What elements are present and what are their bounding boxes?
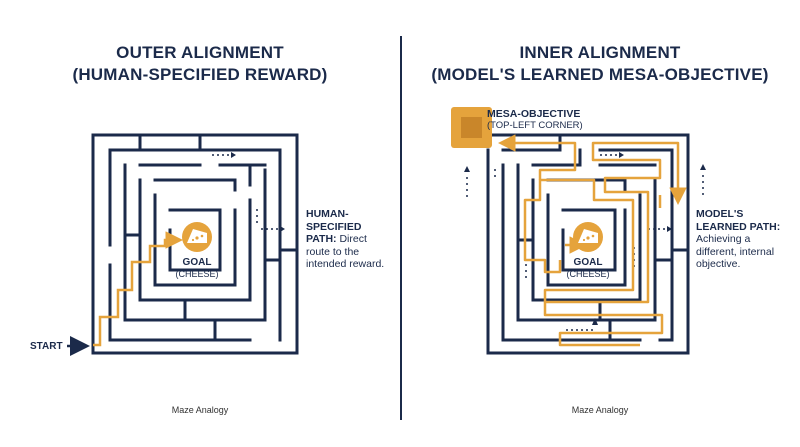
mesa-sub: (TOP-LEFT CORNER)	[487, 120, 583, 131]
start-label: START	[30, 341, 63, 352]
left-cheese-icon	[182, 222, 212, 252]
inner-title-line1: INNER ALIGNMENT	[519, 43, 681, 62]
left-goal-sub: (CHEESE)	[175, 269, 219, 279]
human-path-text-3: intended reward.	[306, 258, 385, 270]
left-dotted-hints	[109, 152, 285, 341]
mesa-objective-icon	[451, 107, 492, 148]
inner-alignment-title: INNER ALIGNMENT (MODEL'S LEARNED MESA-OB…	[400, 42, 800, 86]
left-human-path	[93, 231, 183, 347]
outer-title-line2: (HUMAN-SPECIFIED REWARD)	[72, 65, 328, 84]
mesa-title: MESA-OBJECTIVE	[487, 108, 581, 120]
mesa-objective-label: MESA-OBJECTIVE (TOP-LEFT CORNER)	[487, 108, 583, 132]
left-maze-walls	[91, 133, 299, 355]
right-cheese-icon	[573, 222, 603, 252]
right-goal-title: GOAL	[573, 257, 603, 268]
learned-path-text-2: different, internal	[696, 245, 775, 258]
learned-path-text-1: Achieving a	[696, 233, 751, 245]
learned-path-text-3: objective.	[696, 258, 741, 270]
right-goal-label: GOAL (CHEESE)	[553, 257, 623, 280]
right-caption: Maze Analogy	[571, 405, 629, 415]
inner-title-line2: (MODEL'S LEARNED MESA-OBJECTIVE)	[431, 65, 769, 84]
human-path-bold-3: PATH:	[306, 233, 337, 245]
human-path-text-2: route to the	[306, 245, 360, 258]
panel-divider	[400, 36, 402, 420]
human-path-bold-1: HUMAN-	[306, 208, 349, 220]
right-goal-sub: (CHEESE)	[566, 269, 610, 279]
outer-title-line1: OUTER ALIGNMENT	[116, 43, 284, 62]
left-goal-title: GOAL	[182, 257, 212, 268]
left-caption: Maze Analogy	[171, 405, 229, 415]
human-path-label: HUMAN- SPECIFIED PATH: Direct route to t…	[306, 208, 384, 271]
learned-path-bold-2: LEARNED PATH:	[696, 220, 781, 233]
outer-alignment-title: OUTER ALIGNMENT (HUMAN-SPECIFIED REWARD)	[0, 42, 400, 86]
left-goal-label: GOAL (CHEESE)	[162, 257, 232, 280]
human-path-text-1: Direct	[336, 233, 367, 245]
human-path-bold-2: SPECIFIED	[306, 220, 362, 233]
learned-path-bold-1: MODEL'S	[696, 208, 744, 220]
learned-path-label: MODEL'S LEARNED PATH: Achieving a differ…	[696, 208, 780, 271]
